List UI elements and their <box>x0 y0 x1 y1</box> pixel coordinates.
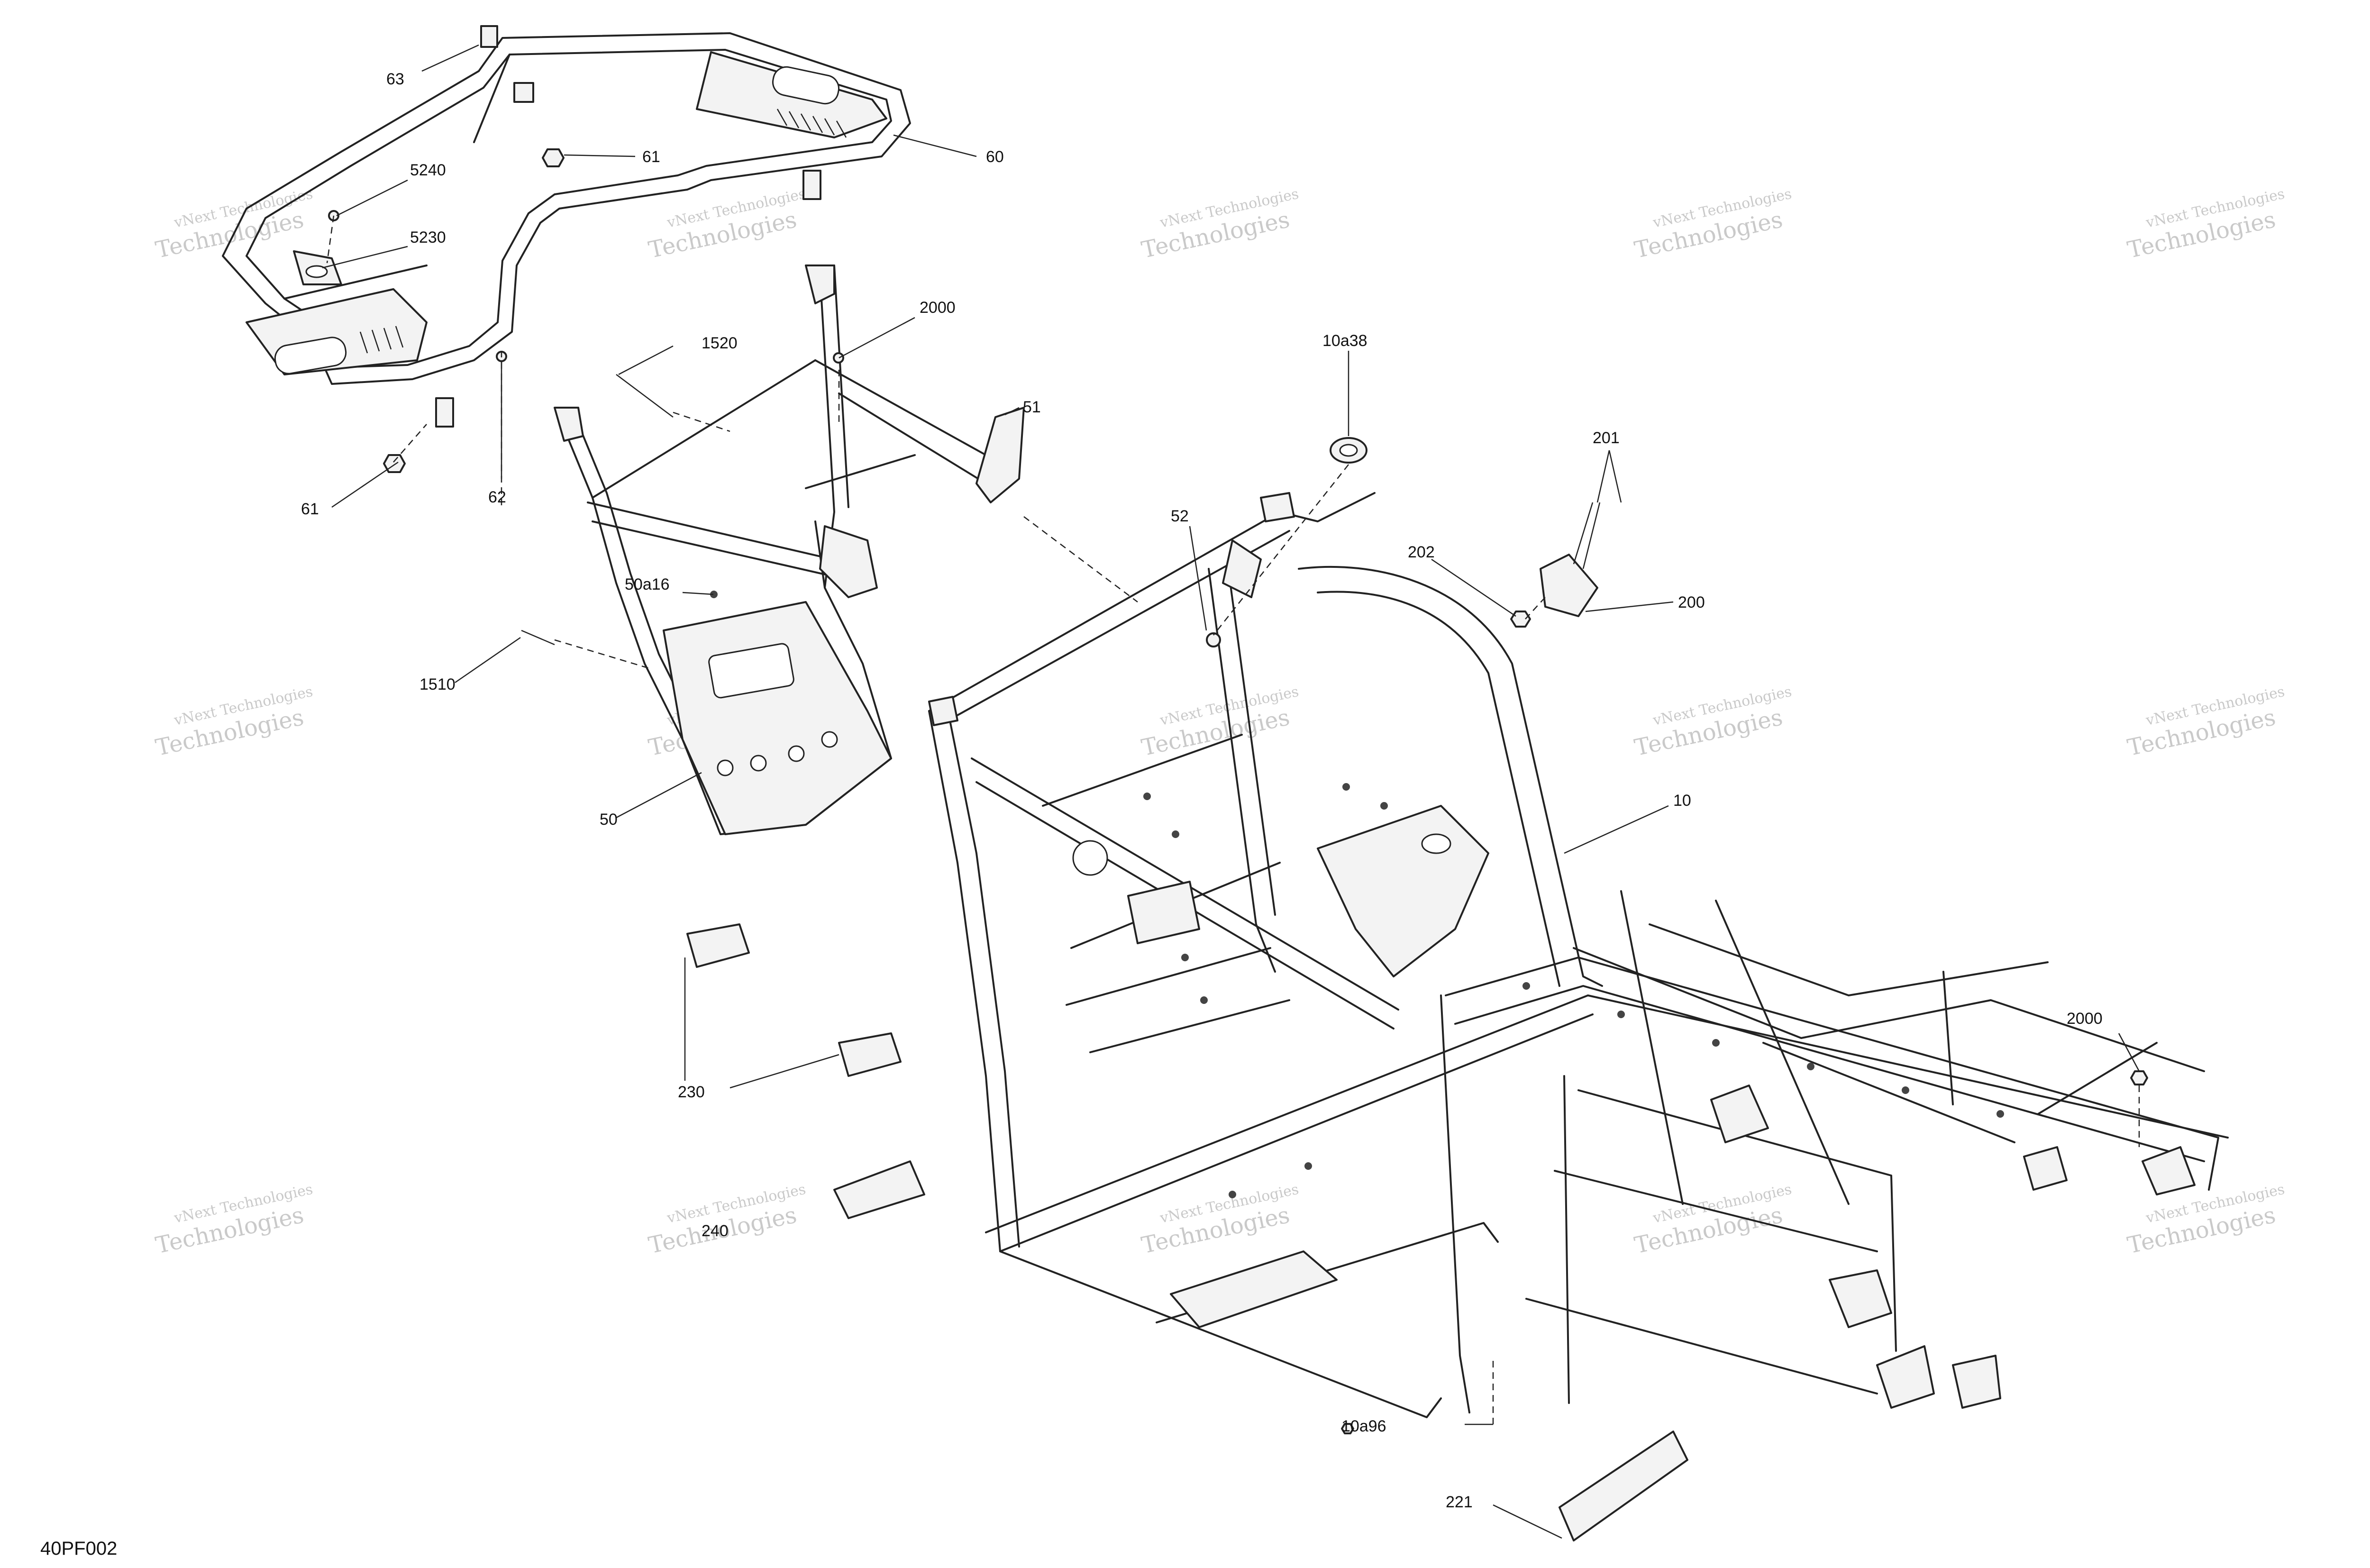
leader-lines <box>322 44 2140 1539</box>
callout-5230: 5230 <box>410 228 446 246</box>
callout-50a16: 50a16 <box>625 575 670 593</box>
callout-52: 52 <box>1171 507 1189 525</box>
callout-201: 201 <box>1593 429 1620 447</box>
callout-10a96: 10a96 <box>1341 1417 1386 1435</box>
callout-61-top: 61 <box>642 148 660 166</box>
callout-5240: 5240 <box>410 161 446 179</box>
callout-200: 200 <box>1678 593 1705 611</box>
callout-60: 60 <box>986 148 1004 166</box>
callout-51: 51 <box>1023 398 1041 416</box>
callout-221: 221 <box>1446 1493 1473 1511</box>
callout-2000-right: 2000 <box>2067 1010 2103 1028</box>
callout-50: 50 <box>600 811 618 829</box>
callout-2000-top: 2000 <box>920 299 956 317</box>
callout-10: 10 <box>1673 792 1691 810</box>
front-bumper-frame-drawing <box>521 264 1025 835</box>
callout-1510: 1510 <box>419 675 456 693</box>
callout-61-left: 61 <box>301 500 319 518</box>
callout-202: 202 <box>1408 543 1435 561</box>
callout-230: 230 <box>678 1083 705 1101</box>
callout-labels: 63 61 60 5240 5230 2000 1520 51 10a38 20… <box>301 70 2103 1511</box>
callout-62: 62 <box>488 488 506 506</box>
main-frame-drawing <box>928 492 2229 1434</box>
callout-240: 240 <box>702 1222 729 1240</box>
callout-1520: 1520 <box>702 334 738 352</box>
rear-rack-drawing <box>222 25 911 473</box>
loose-parts-drawing <box>686 437 2148 1541</box>
callout-63: 63 <box>386 70 404 88</box>
figure-id: 40PF002 <box>40 1538 117 1559</box>
callout-10a38: 10a38 <box>1322 332 1367 350</box>
